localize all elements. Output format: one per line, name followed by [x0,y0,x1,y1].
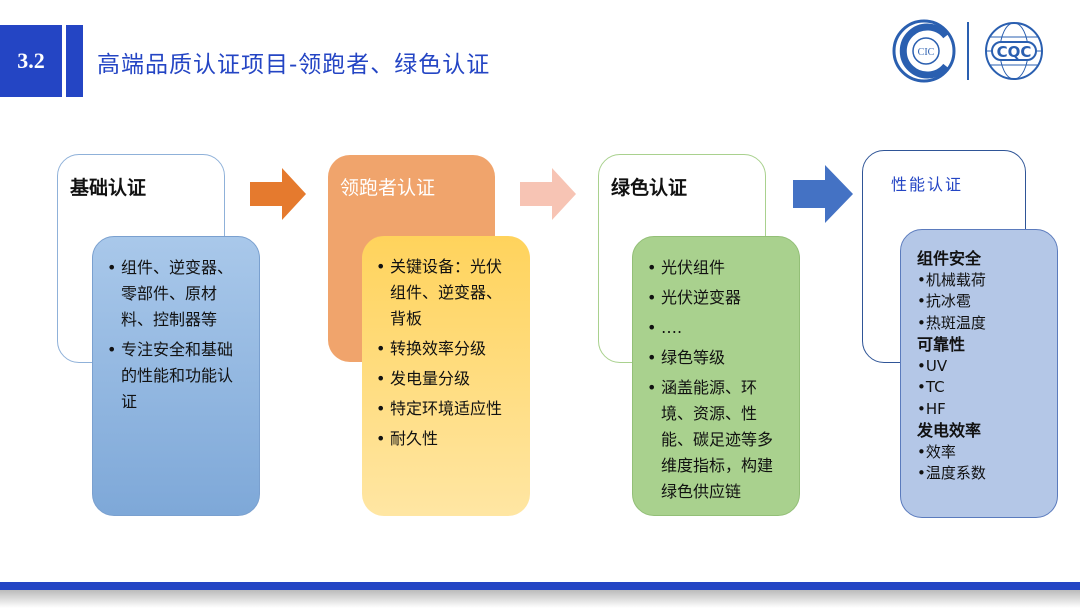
panel-title: 领跑者认证 [340,177,436,199]
cic-logo-icon: CIC [892,19,956,83]
panel-title: 性能认证 [891,175,964,194]
list-item: 光伏组件 [647,255,785,281]
svg-text:CQC: CQC [997,43,1032,61]
panel-title: 绿色认证 [611,177,688,199]
list-item: …. [647,315,785,341]
page-title: 高端品质认证项目-领跑者、绿色认证 [97,52,491,78]
header-stripe [66,25,83,97]
group-heading: 组件安全 [917,249,982,268]
group-heading: 可靠性 [917,335,966,354]
list-item: 专注安全和基础的性能和功能认证 [107,337,245,415]
list-item: •抗冰雹 [917,292,971,310]
list-item: 关键设备：光伏组件、逆变器、背板 [376,254,516,332]
list-item: •效率 [917,442,956,461]
arrow-right-icon [250,168,306,220]
list-item: •温度系数 [917,464,986,482]
cic-cqc-logos: CIC CQC [892,19,1043,83]
list-item: 转换效率分级 [376,336,516,362]
cqc-logo-icon: CQC [985,22,1043,80]
arrow-right-icon [793,165,853,223]
arrow-right-icon [520,168,576,220]
panel-title: 基础认证 [70,177,147,199]
section-number: 3.2 [0,25,62,97]
footer-bar [0,582,1080,590]
list-item: 组件、逆变器、零部件、原材料、控制器等 [107,255,245,333]
list-item: •TC [917,378,945,396]
list-item: 特定环境适应性 [376,396,516,422]
list-item: •热斑温度 [917,313,986,332]
footer-shadow [0,590,1080,608]
list-item: •UV [917,356,948,375]
list-item: 光伏逆变器 [647,285,785,311]
list-item: 发电量分级 [376,366,516,392]
list-item: 绿色等级 [647,345,785,371]
list-item: 耐久性 [376,426,516,452]
group-heading: 发电效率 [917,421,982,440]
svg-text:CIC: CIC [918,47,935,58]
list-item: •机械载荷 [917,270,986,289]
list-item: •HF [917,399,946,418]
list-item: 涵盖能源、环境、资源、性能、碳足迹等多维度指标，构建绿色供应链 [647,375,785,505]
